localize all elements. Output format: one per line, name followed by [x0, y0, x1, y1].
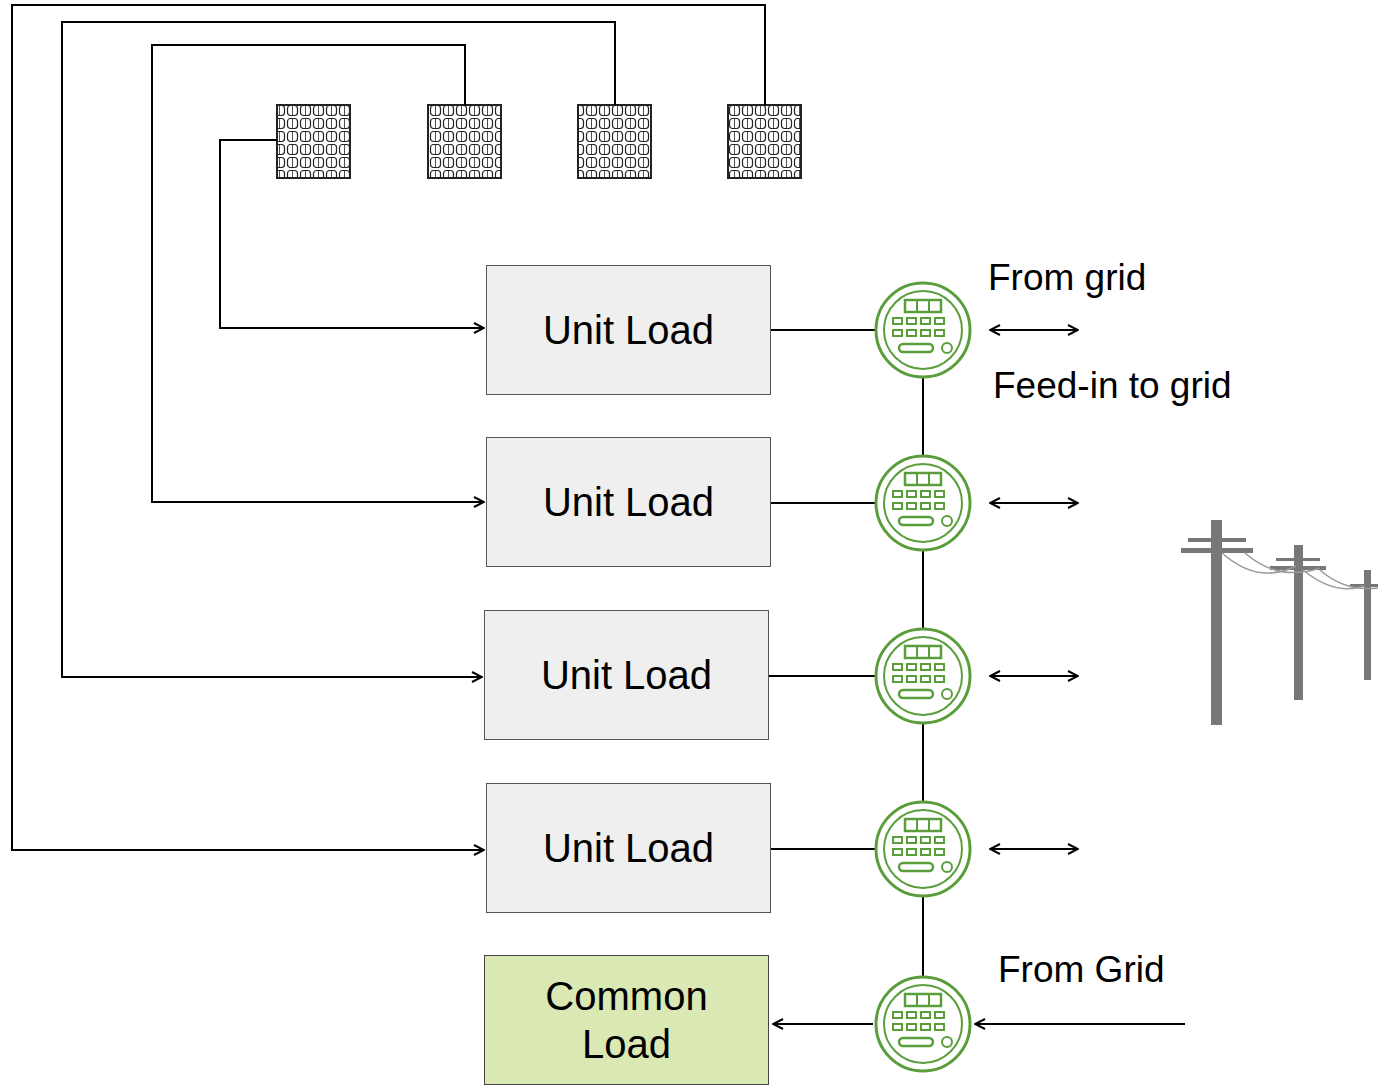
box-label: Unit Load [543, 824, 714, 872]
meter-wire [771, 502, 875, 504]
electricity-meter [876, 977, 970, 1071]
flow-label: From grid [988, 258, 1146, 299]
power-poles [1181, 520, 1378, 725]
common-load-box: Common Load [484, 955, 769, 1085]
box-label: Unit Load [543, 306, 714, 354]
flow-label: From Grid [998, 950, 1165, 991]
unit-load-box: Unit Load [486, 437, 771, 567]
unit-load-box: Unit Load [486, 265, 771, 395]
electricity-meter [876, 283, 970, 377]
box-label: Unit Load [543, 478, 714, 526]
bidirectional-arrow [990, 848, 1078, 850]
meter-wires [769, 330, 1185, 1024]
meter-wire [771, 329, 875, 331]
box-label: Unit Load [541, 651, 712, 699]
meter-wire [769, 675, 875, 677]
solar-panel [728, 105, 801, 178]
meter-wire [773, 1023, 873, 1025]
grid-supply-arrow [975, 1023, 1185, 1025]
solar-panel [578, 105, 651, 178]
meter-wire [771, 848, 875, 850]
solar-panel [277, 105, 350, 178]
box-label: Common Load [522, 972, 732, 1068]
bidirectional-arrow [990, 675, 1078, 677]
unit-load-box: Unit Load [486, 783, 771, 913]
panel-wire [220, 140, 484, 328]
electricity-meter [876, 456, 970, 550]
bidirectional-arrow [990, 329, 1078, 331]
unit-load-box: Unit Load [484, 610, 769, 740]
bidirectional-arrow [990, 502, 1078, 504]
electricity-meter [876, 629, 970, 723]
solar-panel [428, 105, 501, 178]
electricity-meter [876, 802, 970, 896]
flow-label: Feed-in to grid [993, 366, 1232, 407]
panel-wire [152, 45, 484, 502]
